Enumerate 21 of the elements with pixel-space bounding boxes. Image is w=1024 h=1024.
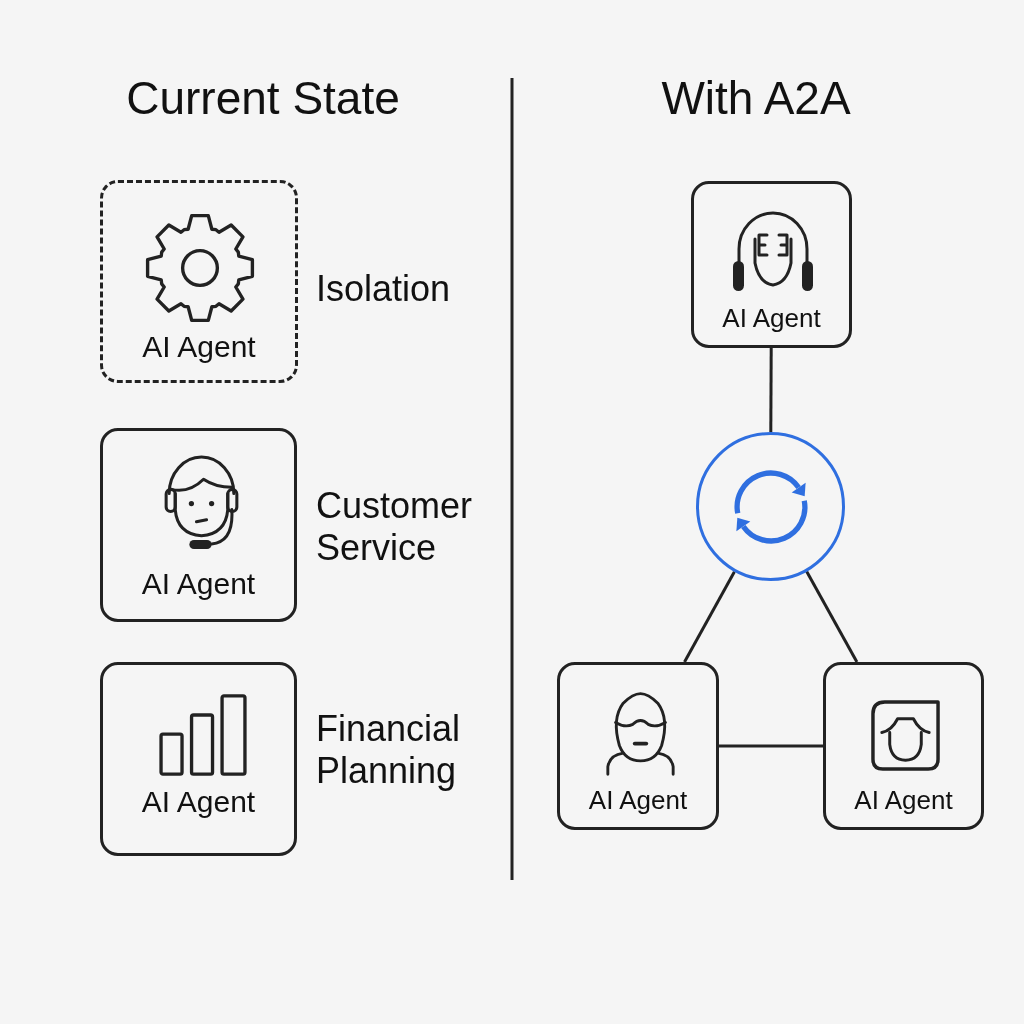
role-label: Isolation <box>316 268 451 310</box>
agent-label: AI Agent <box>854 784 953 816</box>
agent-label: AI Agent <box>142 329 256 365</box>
agent-label: AI Agent <box>722 302 821 334</box>
connector-line <box>719 744 823 748</box>
agent-card <box>823 662 984 830</box>
connector-line <box>805 570 859 663</box>
agent-card <box>691 181 852 348</box>
connector-line <box>683 570 736 663</box>
agent-card <box>100 180 298 383</box>
column-heading: Current State <box>126 71 400 125</box>
agent-card <box>557 662 719 830</box>
agent-card <box>100 428 297 622</box>
role-label: Financial Planning <box>316 708 462 792</box>
role-label: Customer Service <box>316 485 474 569</box>
column-heading: With A2A <box>661 71 851 125</box>
connector-line <box>769 348 773 432</box>
agent-label: AI Agent <box>141 566 256 602</box>
agent-label: AI Agent <box>141 784 256 820</box>
agent-card <box>100 662 297 856</box>
agent-label: AI Agent <box>588 784 688 816</box>
